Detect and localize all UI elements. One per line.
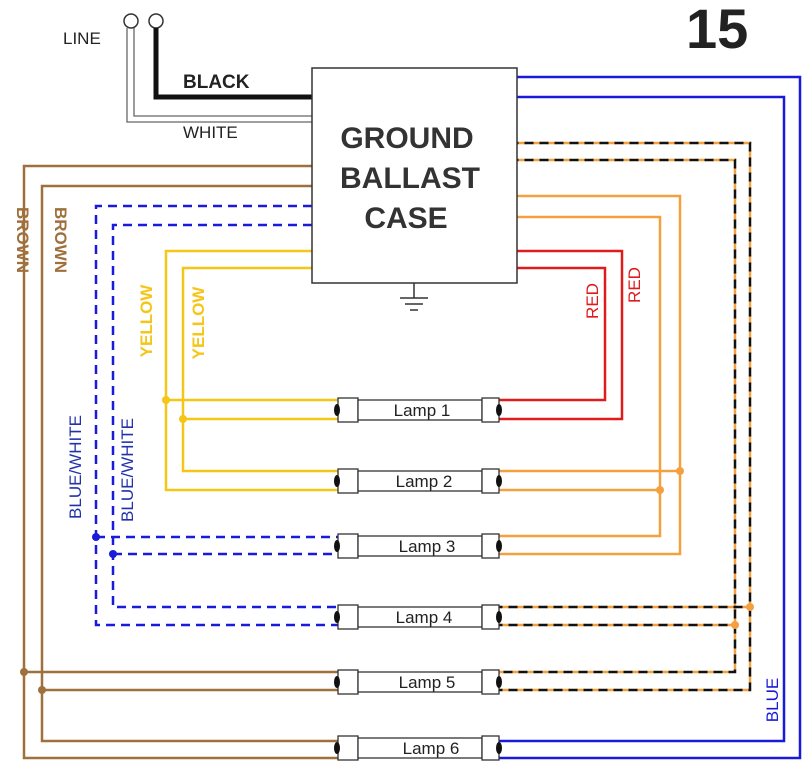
yellow-label-inner: YELLOW — [189, 286, 208, 360]
ballast-label-line3: CASE — [364, 202, 447, 235]
supply-wires — [123, 13, 312, 123]
white-label: WHITE — [183, 123, 238, 142]
brown-label-inner: BROWN — [51, 207, 70, 273]
lamp-2-label: Lamp 2 — [396, 472, 453, 491]
blue-wire-outer — [498, 75, 802, 760]
diagram-number: 15 — [686, 0, 748, 60]
black-label: BLACK — [183, 72, 250, 93]
lamp-1: Lamp 1 — [334, 397, 502, 423]
lamp-6: Lamp 6 — [334, 735, 502, 761]
lamp-1-label: Lamp 1 — [394, 401, 451, 420]
lamp-5: Lamp 5 — [334, 669, 502, 695]
line-terminal-left — [123, 13, 139, 29]
white-supply-wire — [126, 28, 312, 123]
black-orange-dashed-wires — [498, 141, 754, 692]
ballast-label-line2: BALLAST — [340, 162, 480, 195]
blue-white-label-outer: BLUE/WHITE — [66, 415, 85, 519]
red-wires — [498, 249, 624, 421]
lamp-4: Lamp 4 — [334, 604, 502, 630]
blue-wire-inner — [498, 95, 786, 743]
blue-label: BLUE — [763, 678, 782, 722]
black-supply-wire — [153, 28, 312, 100]
lamp-2: Lamp 2 — [334, 468, 502, 494]
yellow-wires — [162, 249, 338, 492]
ground-icon — [400, 283, 428, 311]
ballast-box — [311, 67, 518, 284]
blue-wires — [498, 75, 802, 760]
yellow-label-outer: YELLOW — [137, 284, 156, 358]
lamp-5-label: Lamp 5 — [399, 673, 456, 692]
ballast-case: GROUND BALLAST CASE — [311, 67, 518, 311]
lamp-6-label: Lamp 6 — [403, 739, 460, 758]
ballast-label-line1: GROUND — [340, 122, 473, 155]
brown-label-outer: BROWN — [13, 207, 32, 273]
blue-white-label-inner: BLUE/WHITE — [118, 418, 137, 522]
red-label-outer: RED — [625, 267, 644, 303]
blue-white-dashed-wires — [92, 204, 338, 627]
lamp-3: Lamp 3 — [334, 533, 502, 559]
brown-wires — [20, 164, 338, 760]
lamp-4-label: Lamp 4 — [396, 608, 453, 627]
line-terminal-right — [148, 13, 164, 29]
lamp-3-label: Lamp 3 — [399, 537, 456, 556]
orange-wires — [498, 194, 684, 556]
red-label-inner: RED — [583, 283, 602, 319]
line-label: LINE — [63, 29, 101, 48]
